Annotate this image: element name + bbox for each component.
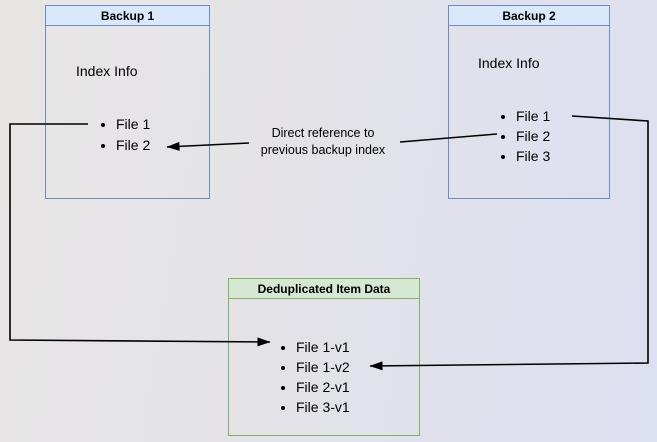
dedup-file-item: File 3-v1 — [296, 397, 350, 417]
direct-reference-line1: Direct reference to — [271, 126, 375, 140]
dedup-title: Deduplicated Item Data — [257, 281, 391, 296]
backup2-file-item: File 1 — [516, 106, 550, 126]
backup2-file-list: File 1 File 2 File 3 — [449, 106, 550, 166]
dedup-header: Deduplicated Item Data — [229, 279, 419, 299]
dedup-file-item: File 2-v1 — [296, 377, 350, 397]
direct-reference-line2: previous backup index — [260, 143, 386, 157]
backup1-file-item: File 1 — [116, 114, 150, 135]
backup2-file-item: File 3 — [516, 146, 550, 166]
backup2-index-info-label: Index Info — [478, 55, 540, 71]
deduplicated-item-data-node: Deduplicated Item Data File 1-v1 File 1-… — [228, 278, 420, 436]
backup1-file-list: File 1 File 2 — [46, 114, 150, 156]
backup1-index-info-label: Index Info — [76, 63, 138, 79]
backup1-header: Backup 1 — [46, 6, 209, 26]
backup1-file-item: File 2 — [116, 135, 150, 156]
dedup-file-item: File 1-v1 — [296, 337, 350, 357]
backup2-file-item: File 2 — [516, 126, 550, 146]
backup2-title: Backup 2 — [502, 8, 556, 23]
backup2-node: Backup 2 Index Info File 1 File 2 File 3 — [448, 5, 610, 199]
direct-reference-label: Direct reference to previous backup inde… — [233, 125, 413, 159]
backup1-node: Backup 1 Index Info File 1 File 2 — [45, 5, 210, 199]
backup2-header: Backup 2 — [449, 6, 609, 26]
dedup-file-list: File 1-v1 File 1-v2 File 2-v1 File 3-v1 — [229, 337, 350, 417]
backup1-title: Backup 1 — [100, 8, 155, 23]
dedup-file-item: File 1-v2 — [296, 357, 350, 377]
